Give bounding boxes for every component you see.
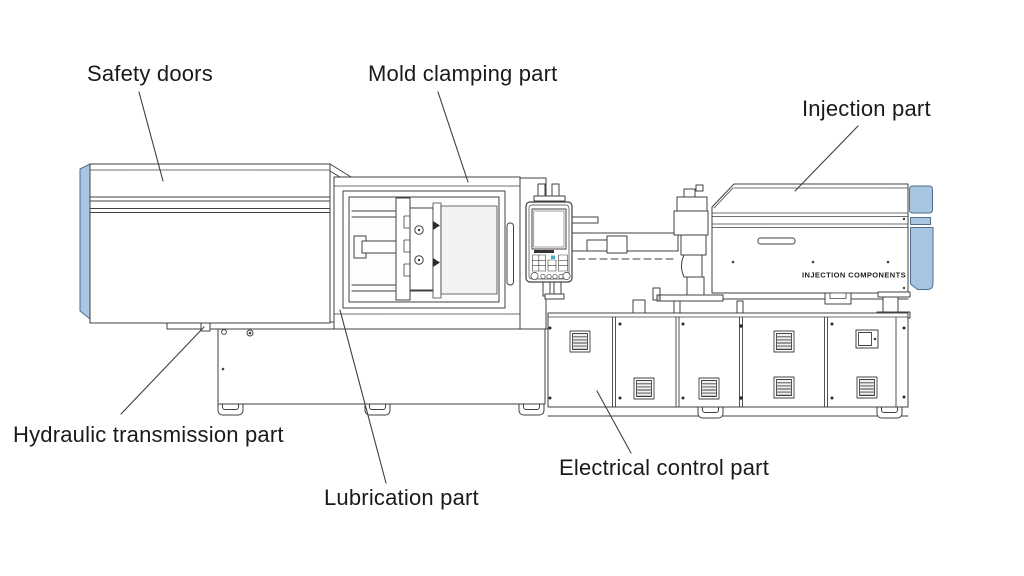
control-panel	[525, 183, 573, 300]
barrel-slot	[757, 237, 796, 245]
injection-unit	[711, 183, 909, 305]
vent-grille	[773, 330, 795, 353]
label-lubrication: Lubrication part	[324, 485, 479, 510]
leader-lines	[120, 91, 859, 484]
cabinet-access-window	[855, 329, 879, 349]
leader-safety-doors	[138, 91, 164, 182]
control-screen	[531, 208, 567, 250]
leader-lubrication	[339, 309, 387, 484]
label-hydraulic: Hydraulic transmission part	[13, 422, 284, 447]
leader-mold-clamping	[437, 91, 469, 183]
control-keypad	[532, 254, 568, 272]
label-mold-clamping: Mold clamping part	[368, 61, 558, 86]
machine-foot	[876, 406, 903, 419]
electrical-cabinet	[547, 312, 909, 419]
injection-unit-brand-text: INJECTION COMPONENTS	[802, 271, 906, 280]
cyan-key	[551, 255, 555, 259]
door-handle	[506, 222, 514, 286]
label-electrical: Electrical control part	[559, 455, 770, 480]
label-injection: Injection part	[802, 96, 931, 121]
hydraulic-base	[166, 321, 549, 416]
control-buttons	[530, 272, 571, 280]
leader-hydraulic	[120, 326, 205, 415]
machine-foot	[697, 406, 724, 419]
mold-plate	[409, 207, 434, 291]
machine-foot	[518, 403, 545, 416]
machine-foot	[217, 403, 244, 416]
stationary-platen-panel	[440, 205, 498, 295]
safety-door-blue-edge	[79, 163, 91, 320]
vent-grille	[633, 377, 655, 400]
clamp-clip	[433, 258, 440, 267]
leader-injection	[794, 125, 859, 192]
vent-grille	[773, 376, 795, 399]
moving-platen	[395, 197, 413, 301]
vent-grille	[698, 377, 720, 400]
vent-grille	[856, 376, 878, 399]
label-safety-doors: Safety doors	[87, 61, 213, 86]
injection-unit-blue-cap	[909, 185, 934, 290]
cabinet-hinge-dots	[548, 322, 906, 400]
hydraulic-base-panel	[217, 328, 546, 405]
injection-beam	[562, 216, 679, 260]
vent-grille	[569, 330, 591, 353]
injection-carriage	[659, 184, 724, 302]
safety-doors-panel	[79, 163, 352, 324]
leader-electrical	[596, 390, 632, 454]
mold-clamping-section	[333, 176, 547, 330]
machine-foot	[364, 403, 391, 416]
ejector-assembly	[353, 235, 398, 259]
clamp-clip	[433, 221, 440, 230]
